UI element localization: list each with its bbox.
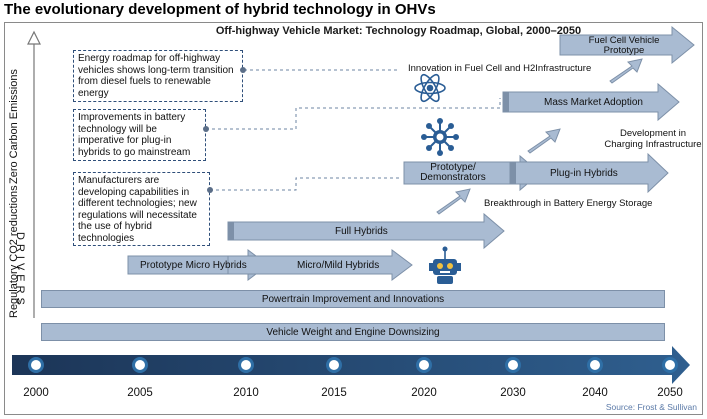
axis-label-drivers: DRIVERS: [14, 232, 26, 309]
timeline-marker: [416, 357, 432, 373]
page-title: The evolutionary development of hybrid t…: [4, 1, 436, 18]
network-hub-icon: [421, 118, 459, 156]
dashed-connectors: [206, 69, 501, 191]
stage-prototype-demonstrators-label: Prototype/ Demonstrators: [420, 162, 486, 183]
arrow-mass-market: [502, 82, 680, 122]
connector-dot: [240, 67, 246, 73]
stage-plugin-hybrids-label: Plug-in Hybrids: [550, 168, 618, 179]
connector-dot: [203, 126, 209, 132]
arrow-fuel-cell: [559, 25, 695, 65]
timeline-marker: [587, 357, 603, 373]
timeline-marker: [505, 357, 521, 373]
note-manufacturers: Manufacturers are developing capabilitie…: [73, 172, 210, 246]
stage-mass-market-label: Mass Market Adoption: [544, 97, 643, 108]
arrow-micro-mild: [227, 249, 413, 281]
source-note: Source: Frost & Sullivan: [605, 402, 697, 412]
atom-icon: [414, 73, 446, 103]
arrow-full-hybrids: [227, 212, 505, 250]
timeline-year-label: 2010: [233, 387, 259, 399]
timeline-year-label: 2040: [582, 387, 608, 399]
connector-dot: [207, 187, 213, 193]
note-energy-roadmap: Energy roadmap for off-highway vehicles …: [73, 50, 243, 102]
timeline-marker: [662, 357, 678, 373]
axis-label-zero-carbon: Zero Carbon Emissions: [8, 69, 20, 184]
enabler-battery-label: Breakthrough in Battery Energy Storage: [484, 198, 653, 209]
timeline-year-label: 2015: [321, 387, 347, 399]
enabler-charging-label: Development in Charging Infrastructure: [604, 128, 702, 150]
timeline-year-label: 2050: [657, 387, 683, 399]
timeline-year-label: 2005: [127, 387, 153, 399]
enabler-fuel-cell-label: Innovation in Fuel Cell and H2Infrastruc…: [408, 63, 592, 74]
timeline-band: [12, 346, 690, 384]
note-battery-technology: Improvements in battery technology will …: [73, 109, 206, 161]
step-up-arrows: [436, 58, 643, 215]
stage-fuel-cell-label: Fuel Cell Vehicle Prototype: [588, 35, 660, 56]
stage-prototype-micro-label: Prototype Micro Hybrids: [140, 260, 247, 271]
arrow-plugin-hybrids: [509, 152, 669, 194]
stage-full-hybrids-label: Full Hybrids: [335, 226, 388, 237]
timeline-year-label: 2030: [500, 387, 526, 399]
timeline-year-label: 2000: [23, 387, 49, 399]
diagram-frame: [4, 22, 703, 415]
timeline-year-label: 2020: [411, 387, 437, 399]
timeline-marker: [132, 357, 148, 373]
stage-micro-mild-label: Micro/Mild Hybrids: [297, 260, 380, 271]
left-axis-arrow: [27, 30, 41, 318]
diagram-subtitle: Off-highway Vehicle Market: Technology R…: [215, 25, 582, 37]
bar-powertrain: Powertrain Improvement and Innovations: [41, 290, 665, 308]
bar-weight-downsizing: Vehicle Weight and Engine Downsizing: [41, 323, 665, 341]
timeline-marker: [326, 357, 342, 373]
timeline-marker: [28, 357, 44, 373]
timeline-marker: [238, 357, 254, 373]
robot-icon: [429, 246, 461, 284]
